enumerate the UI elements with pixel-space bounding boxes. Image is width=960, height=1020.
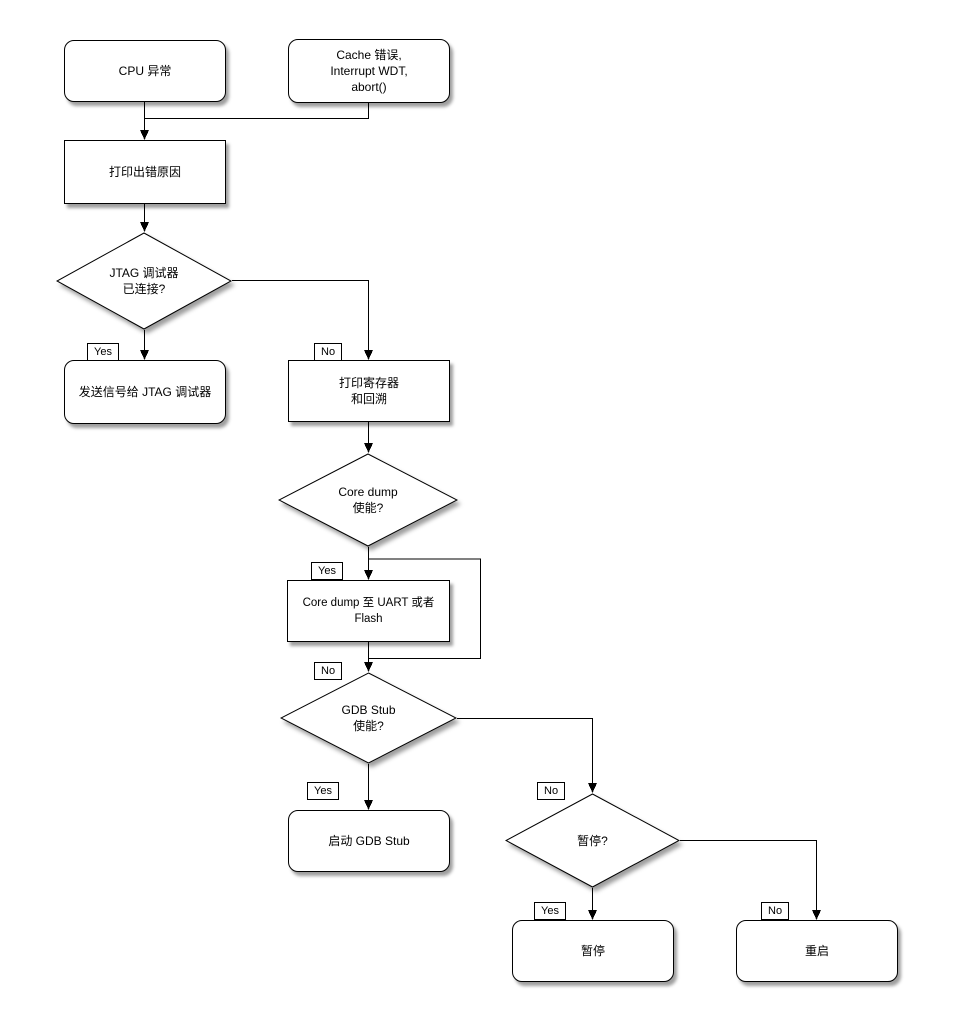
node-print-error-cause: 打印出错原因 xyxy=(64,140,226,204)
node-label: JTAG 调试器 已连接? xyxy=(109,266,179,296)
node-halt-decision: 暂停? xyxy=(505,793,680,888)
node-print-registers-backtrace: 打印寄存器 和回溯 xyxy=(288,360,450,422)
node-label: 重启 xyxy=(804,944,829,958)
arrowhead xyxy=(588,910,597,920)
edge-label-gdbstub-no: No xyxy=(537,782,566,800)
arrowhead xyxy=(364,570,373,580)
node-label: CPU 异常 xyxy=(118,64,172,78)
arrowhead xyxy=(364,443,373,453)
node-label: 发送信号给 JTAG 调试器 xyxy=(78,385,212,399)
node-label: 打印出错原因 xyxy=(108,165,181,179)
node-coredump-enabled-decision: Core dump 使能? xyxy=(278,453,458,547)
node-start-gdbstub: 启动 GDB Stub xyxy=(288,810,450,872)
node-label: GDB Stub 使能? xyxy=(341,703,396,733)
node-halt: 暂停 xyxy=(512,920,674,982)
edge-label-coredump-no: No xyxy=(314,662,343,680)
edge-label-coredump-yes: Yes xyxy=(311,562,343,580)
edge-jtag-no xyxy=(232,280,369,353)
arrowhead xyxy=(364,662,373,672)
diamond-shape xyxy=(505,793,680,888)
node-label: Cache 错误, Interrupt WDT, abort() xyxy=(330,48,408,94)
edge-cache-to-merge xyxy=(144,101,369,119)
node-jtag-connected-decision: JTAG 调试器 已连接? xyxy=(56,232,232,330)
arrowhead xyxy=(140,130,149,140)
node-label: Core dump 至 UART 或者 Flash xyxy=(302,597,435,625)
node-label: 启动 GDB Stub xyxy=(328,834,410,848)
edge-label-halt-yes: Yes xyxy=(534,902,566,920)
diamond-shape xyxy=(280,672,457,764)
arrowhead xyxy=(812,910,821,920)
node-coredump-to-uart-flash: Core dump 至 UART 或者 Flash xyxy=(287,580,450,642)
arrowhead xyxy=(588,783,597,793)
edge-label-jtag-no: No xyxy=(314,343,343,361)
edge-label-jtag-yes: Yes xyxy=(87,343,119,361)
node-send-signal-jtag: 发送信号给 JTAG 调试器 xyxy=(64,360,226,424)
arrowhead xyxy=(140,222,149,232)
node-label: 暂停? xyxy=(577,833,608,848)
edge-halt-no xyxy=(680,840,817,913)
edge-label-gdbstub-yes: Yes xyxy=(307,782,339,800)
diamond-shape xyxy=(278,453,458,547)
node-gdbstub-enabled-decision: GDB Stub 使能? xyxy=(280,672,457,764)
node-reboot: 重启 xyxy=(736,920,898,982)
edge-coredump-no-bypass xyxy=(368,558,481,659)
edge-gdbstub-no xyxy=(457,718,593,786)
diamond-shape xyxy=(56,232,232,330)
node-cache-error: Cache 错误, Interrupt WDT, abort() xyxy=(288,39,450,103)
edge-label-halt-no: No xyxy=(761,902,790,920)
node-label: 暂停 xyxy=(580,944,605,958)
node-label: 打印寄存器 和回溯 xyxy=(338,376,399,406)
arrowhead xyxy=(364,350,373,360)
node-label: Core dump 使能? xyxy=(338,485,398,515)
arrowhead xyxy=(364,800,373,810)
arrowhead xyxy=(140,350,149,360)
node-cpu-exception: CPU 异常 xyxy=(64,40,226,102)
